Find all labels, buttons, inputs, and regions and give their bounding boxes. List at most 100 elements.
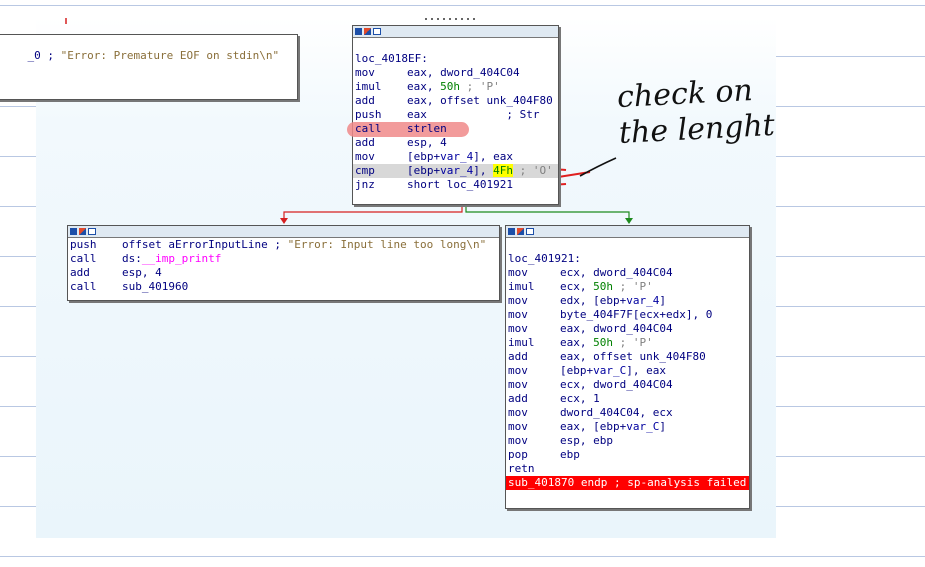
loc-label[interactable]: loc_4018EF: bbox=[355, 52, 428, 65]
graph-window-icon[interactable] bbox=[526, 228, 534, 235]
mnemonic: call bbox=[70, 252, 97, 265]
operands: byte_404F7F[ecx+edx], 0 bbox=[560, 308, 713, 321]
asm-line[interactable]: mov [ebp+var_C], eax bbox=[506, 364, 749, 378]
stack-variable: var_C bbox=[626, 420, 660, 433]
asm-line[interactable]: call ds:__imp_printf bbox=[68, 252, 499, 266]
operands: ebp bbox=[560, 448, 580, 461]
graph-color-icon[interactable] bbox=[355, 28, 362, 35]
asm-line-cmp-selected[interactable]: cmp[ebp+var_4], 4Fh ; 'O' bbox=[353, 164, 558, 178]
graph-window-icon[interactable] bbox=[88, 228, 96, 235]
immediate-value: 50h bbox=[440, 80, 460, 93]
operands: eax, dword_404C04 bbox=[407, 66, 520, 79]
immediate-value: 50h bbox=[593, 336, 613, 349]
mnemonic: mov bbox=[508, 406, 528, 419]
loc-label[interactable]: loc_401921: bbox=[508, 252, 581, 265]
mnemonic: push bbox=[355, 108, 382, 121]
mnemonic: mov bbox=[508, 364, 528, 377]
comment: ; 'O' bbox=[513, 164, 553, 177]
graph-edit-icon[interactable] bbox=[79, 228, 86, 235]
graph-color-icon[interactable] bbox=[508, 228, 515, 235]
graph-window-icon[interactable] bbox=[373, 28, 381, 35]
mnemonic: mov bbox=[508, 266, 528, 279]
operands: esp, 4 bbox=[122, 266, 162, 279]
stack-variable: var_4 bbox=[626, 294, 660, 307]
asm-line[interactable]: add esp, 4 bbox=[353, 136, 558, 150]
mnemonic: imul bbox=[508, 280, 535, 293]
mnemonic: add bbox=[355, 94, 375, 107]
comment: ; 'P' bbox=[460, 80, 500, 93]
operands: ecx, 1 bbox=[560, 392, 600, 405]
node-titlebar[interactable] bbox=[68, 226, 499, 238]
node-titlebar[interactable] bbox=[353, 26, 558, 38]
asm-string: "Error: Premature EOF on stdin\n" bbox=[60, 49, 280, 62]
mnemonic: add bbox=[355, 136, 375, 149]
mnemonic: jnz bbox=[355, 178, 375, 191]
operands: ecx, dword_404C04 bbox=[560, 378, 673, 391]
rule-line bbox=[0, 5, 925, 6]
node-premature-eof[interactable]: _0 ; "Error: Premature EOF on stdin\n" bbox=[0, 34, 298, 100]
node-titlebar[interactable] bbox=[506, 226, 749, 238]
asm-line-blank bbox=[353, 38, 558, 52]
operands: esp, 4 bbox=[407, 136, 447, 149]
asm-line[interactable]: push eax ; Str bbox=[353, 108, 558, 122]
operands: eax, [ebp+ bbox=[560, 420, 627, 433]
mnemonic: mov bbox=[508, 322, 528, 335]
asm-string: "Error: Input line too long\n" bbox=[287, 238, 487, 251]
asm-line[interactable]: add eax, offset unk_404F80 bbox=[353, 94, 558, 108]
asm-line[interactable]: _0 ; "Error: Premature EOF on stdin\n" bbox=[0, 35, 297, 62]
operands: ds: bbox=[122, 252, 142, 265]
asm-line[interactable]: retn bbox=[506, 462, 749, 476]
graph-edit-icon[interactable] bbox=[364, 28, 371, 35]
asm-line[interactable]: jnz short loc_401921 bbox=[353, 178, 558, 192]
mnemonic: call bbox=[70, 280, 97, 293]
mnemonic: add bbox=[508, 392, 528, 405]
endp-error-line[interactable]: sub_401870 endp ; sp-analysis failed bbox=[506, 476, 749, 490]
operands: ], eax bbox=[473, 150, 513, 163]
stack-variable: var_4 bbox=[440, 164, 474, 177]
mnemonic: call bbox=[355, 122, 382, 135]
operands: [ebp+ bbox=[407, 150, 441, 163]
graph-color-icon[interactable] bbox=[70, 228, 77, 235]
operands: strlen bbox=[407, 122, 447, 135]
stack-variable: var_C bbox=[593, 364, 627, 377]
operands: short loc_401921 bbox=[407, 178, 513, 191]
asm-line[interactable]: mov[ebp+var_4], eax bbox=[353, 150, 558, 164]
operands: eax bbox=[407, 108, 427, 121]
operands: ], bbox=[473, 164, 494, 177]
operands: eax, offset unk_404F80 bbox=[407, 94, 553, 107]
comment: ; Str bbox=[426, 108, 540, 121]
asm-line[interactable]: add ecx, 1 bbox=[506, 392, 749, 406]
import-name: __imp_printf bbox=[141, 252, 222, 265]
stack-variable: var_4 bbox=[440, 150, 474, 163]
asm-line-call-strlen[interactable]: call strlen bbox=[347, 122, 558, 137]
pen-highlight bbox=[347, 122, 469, 137]
mnemonic: cmp bbox=[355, 164, 375, 177]
mnemonic: mov bbox=[508, 294, 528, 307]
mnemonic: pop bbox=[508, 448, 528, 461]
operands: [ebp+ bbox=[560, 364, 594, 377]
graph-edit-icon[interactable] bbox=[517, 228, 524, 235]
asm-line[interactable]: pop ebp bbox=[506, 448, 749, 462]
operands: esp, ebp bbox=[560, 434, 613, 447]
operands: ecx, bbox=[560, 280, 594, 293]
operands: ], eax bbox=[626, 364, 666, 377]
